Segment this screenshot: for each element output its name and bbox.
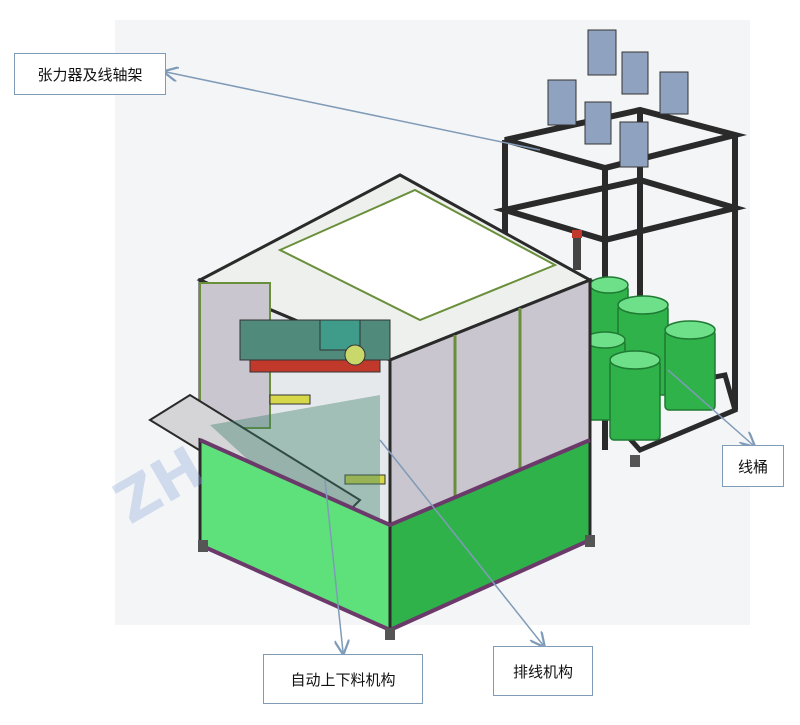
label-tensioner: 张力器及线轴架 bbox=[14, 53, 166, 95]
callout-tensioner bbox=[166, 72, 541, 151]
main-machine bbox=[148, 173, 640, 640]
label-wire-bucket: 线桶 bbox=[722, 445, 784, 487]
label-wire-arranger: 排线机构 bbox=[493, 646, 593, 696]
callout-auto-loader bbox=[324, 479, 343, 652]
tensioner-units bbox=[547, 29, 689, 168]
label-auto-loader: 自动上下料机构 bbox=[263, 654, 423, 704]
callout-wire-bucket bbox=[667, 369, 753, 445]
callout-wire-arranger bbox=[379, 439, 543, 645]
callout-lines bbox=[166, 72, 753, 652]
